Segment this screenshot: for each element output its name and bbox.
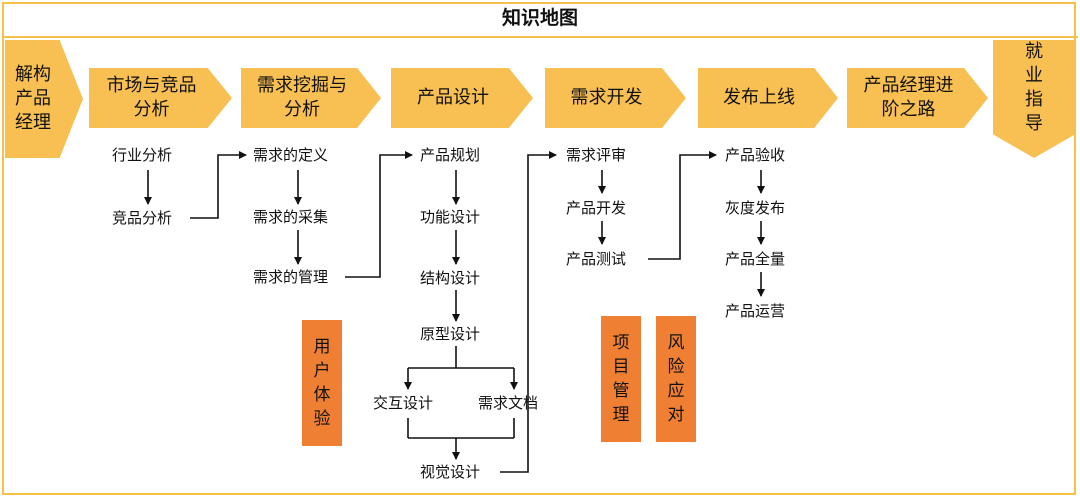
stage-market-analysis: 市场与竞品分析 [89, 68, 232, 128]
node-prototype-design: 原型设计 [420, 325, 481, 343]
node-product-acceptance: 产品验收 [725, 146, 786, 164]
arrow-visual-review [500, 151, 557, 473]
stage-product-design: 产品设计 [391, 68, 533, 128]
node-requirement-definition: 需求的定义 [253, 146, 329, 164]
stage-pm-advance: 产品经理进阶之路 [847, 68, 988, 128]
node-product-development: 产品开发 [566, 199, 627, 217]
arrow-competitor-reqdef [190, 151, 247, 219]
node-product-testing: 产品测试 [566, 250, 627, 268]
stage-employment-guide: 就业指导 [993, 40, 1075, 158]
node-industry-analysis: 行业分析 [112, 146, 173, 164]
node-product-operations: 产品运营 [725, 302, 786, 320]
arrow-manage-plan [345, 151, 413, 278]
node-product-planning: 产品规划 [420, 146, 481, 164]
node-full-release: 产品全量 [725, 250, 786, 268]
tag-project-management: 项目管理 [601, 316, 641, 442]
node-competitor-analysis: 竞品分析 [112, 209, 173, 227]
stage-requirement-mining: 需求挖掘与分析 [241, 68, 381, 128]
stage-requirement-dev: 需求开发 [545, 68, 686, 128]
node-requirement-review: 需求评审 [566, 146, 627, 164]
node-visual-design: 视觉设计 [420, 463, 481, 481]
stage-release: 发布上线 [698, 68, 838, 128]
node-function-design: 功能设计 [420, 208, 481, 226]
node-structure-design: 结构设计 [420, 269, 481, 287]
arrow-test-accept [648, 151, 717, 260]
node-requirement-management: 需求的管理 [253, 268, 329, 286]
node-requirement-document: 需求文档 [478, 394, 539, 412]
node-requirement-collection: 需求的采集 [253, 208, 329, 226]
tag-user-experience: 用户体验 [302, 320, 342, 446]
node-gray-release: 灰度发布 [725, 199, 786, 217]
node-interaction-design: 交互设计 [373, 394, 434, 412]
tag-risk-response: 风险应对 [656, 316, 696, 442]
page-title: 知识地图 [501, 7, 578, 29]
title-divider [2, 36, 1078, 38]
